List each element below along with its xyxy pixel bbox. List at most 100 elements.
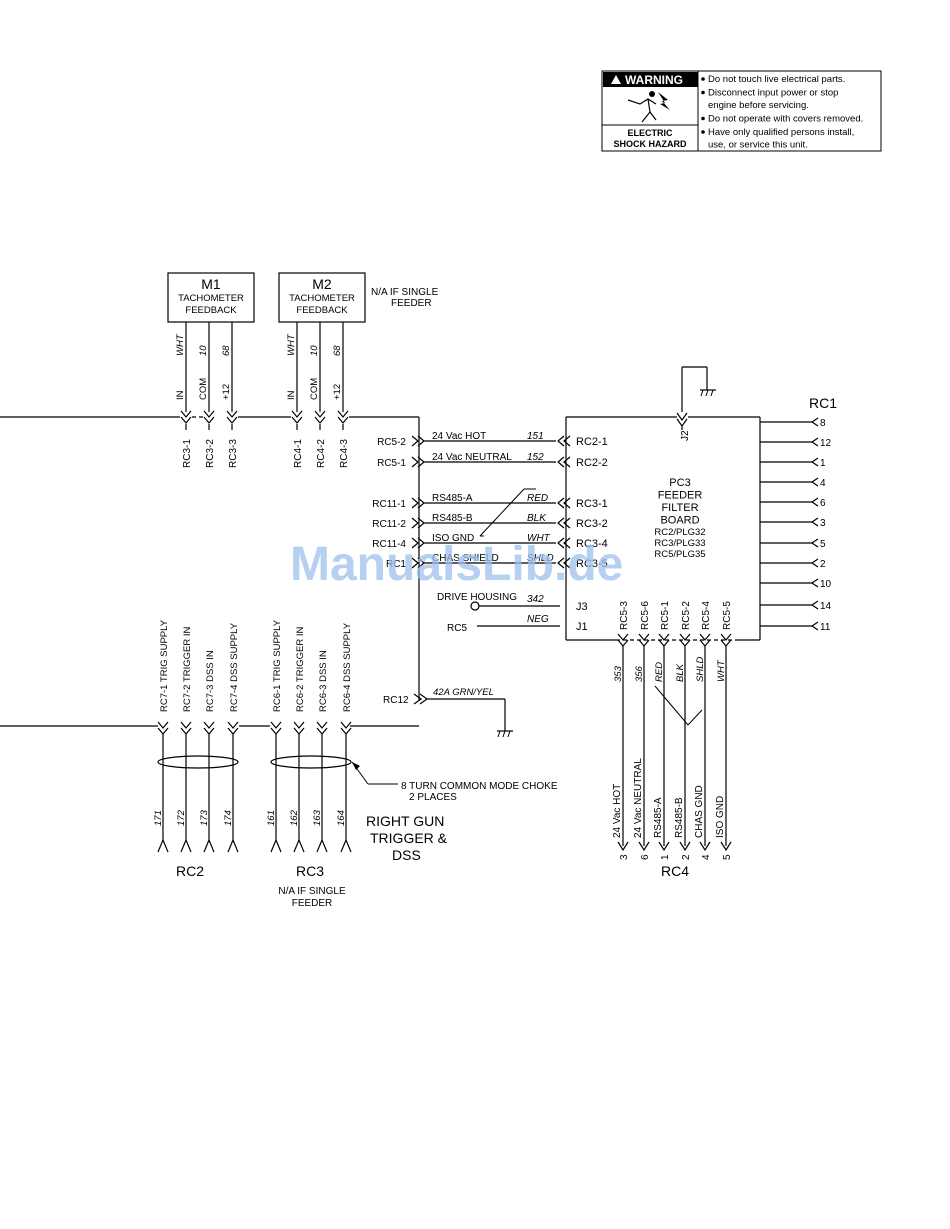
rc4-signal-2: RS485-A [653, 797, 664, 838]
pc3-line-0: PC3 [669, 477, 690, 489]
conn-signal-4: ISO GND [432, 533, 474, 544]
rc2-wire-0: 171 [153, 810, 164, 826]
conn-right-1: RC2-2 [576, 457, 608, 469]
rc1-pin-3: 4 [820, 478, 826, 489]
m2-wire-1: 10 [309, 345, 320, 356]
drive-housing-wire: 342 [527, 594, 544, 605]
watermark: ManualsLib.de [290, 538, 623, 591]
right-gun-1: RIGHT GUN [366, 813, 444, 829]
warning-item-1-line-0: Disconnect input power or stop [708, 88, 838, 99]
m1-wire-2: 68 [221, 345, 232, 356]
na-single-feeder-top-1: N/A IF SINGLE [371, 287, 439, 298]
rc5-pin-1: RC5-6 [640, 601, 651, 630]
rc4-title: RC4 [661, 863, 689, 879]
rc4-wire-3: BLK [675, 663, 686, 682]
rc1-pin-1: 12 [820, 438, 832, 449]
rc5-neg-label: RC5 [447, 623, 467, 634]
na-single-feeder-top-2: FEEDER [391, 298, 432, 309]
conn-left-0: RC5-2 [377, 437, 406, 448]
rc3-signal-3: RC6-4 DSS SUPPLY [342, 622, 353, 712]
m1-title: M1 [201, 276, 221, 292]
rc1-pin-6: 5 [820, 539, 826, 550]
j1-label: J1 [576, 621, 588, 633]
m2-wire-0: WHT [286, 333, 297, 356]
rc1-pin-9: 14 [820, 601, 832, 612]
j2-label: J2 [680, 430, 691, 441]
rc4-wire-1: 356 [634, 665, 645, 682]
rc4-top-pin-0: RC4-1 [293, 439, 304, 468]
rc1-pin-0: 8 [820, 418, 826, 429]
m2-wire-2: 68 [332, 345, 343, 356]
choke-rc3 [270, 755, 352, 769]
rc5-neg: RC5 NEG J1 [447, 614, 588, 634]
m1-wire-1: 10 [198, 345, 209, 356]
conn-left-1: RC5-1 [377, 458, 406, 469]
conn-wire-5: SHLD [527, 553, 554, 564]
m2-pin-label-0: IN [286, 390, 297, 400]
tach-wires [185, 322, 344, 430]
conn-wire-2: RED [527, 493, 548, 504]
rc4-signal-1: 24 Vac NEUTRAL [633, 758, 644, 838]
rc4-pin-2: 1 [660, 854, 671, 860]
conn-left-4: RC11-4 [372, 539, 406, 550]
rc1-pin-10: 11 [820, 622, 831, 633]
conn-right-5: RC3-5 [576, 558, 608, 570]
rc2-signal-1: RC7-2 TRIGGER IN [182, 627, 193, 712]
warning-item-1-line-1: engine before servicing. [708, 100, 809, 111]
warning-item-3-line-1: use, or service this unit. [708, 140, 808, 151]
rc5-neg-wire: NEG [527, 614, 549, 625]
conn-signal-1: 24 Vac NEUTRAL [432, 452, 512, 463]
m1-wire-0: WHT [175, 333, 186, 356]
top-connector-arrows [180, 410, 349, 424]
warning-subtitle-2: SHOCK HAZARD [614, 139, 687, 149]
pc3-plug-1: RC3/PLG33 [654, 538, 705, 549]
m1-line1: TACHOMETER [178, 293, 244, 304]
conn-signal-5: CHAS SHIELD [432, 553, 499, 564]
rc3-wire-0: 161 [266, 810, 277, 826]
rc5-pin-3: RC5-2 [681, 601, 692, 630]
rc12-wire: 42A GRN/YEL [433, 687, 494, 698]
rc2-title: RC2 [176, 863, 204, 879]
rc1-pin-2: 1 [820, 458, 826, 469]
warning-subtitle-1: ELECTRIC [628, 128, 674, 138]
rc4-pin-0: 3 [619, 854, 630, 860]
rc4-wire-2: RED [654, 662, 665, 682]
pc3-board: PC3FEEDERFILTERBOARDRC2/PLG32RC3/PLG33RC… [565, 416, 761, 641]
rc2-signal-2: RC7-3 DSS IN [205, 650, 216, 712]
conn-signal-2: RS485-A [432, 493, 473, 504]
rc4-wire-5: WHT [716, 659, 727, 682]
j2-ground: J2 [676, 366, 716, 441]
pc3-line-2: FILTER [661, 502, 698, 514]
rc5-pin-2: RC5-1 [660, 601, 671, 630]
pc3-line-1: FEEDER [658, 490, 703, 502]
conn-left-3: RC11-2 [372, 519, 406, 530]
warning-item-3-line-0: Have only qualified persons install, [708, 127, 854, 138]
conn-wire-3: BLK [527, 513, 547, 524]
rc2-signal-3: RC7-4 DSS SUPPLY [229, 622, 240, 712]
warning-label: WARNING ELECTRIC SHOCK HAZARD Do not tou… [601, 70, 882, 152]
warning-item-0-line-0: Do not touch live electrical parts. [708, 74, 845, 85]
rc4-signal-0: 24 Vac HOT [612, 784, 623, 838]
rc4-wire-4: SHLD [695, 657, 706, 682]
rc3-wire-3: 164 [336, 810, 347, 826]
conn-signal-3: RS485-B [432, 513, 473, 524]
rc3-signal-0: RC6-1 TRIG SUPPLY [272, 619, 283, 712]
drive-housing: DRIVE HOUSING 342 J3 [437, 592, 588, 613]
rc12: RC12 42A GRN/YEL [383, 687, 513, 738]
m2-line1: TACHOMETER [289, 293, 355, 304]
conn-left-5: RC1 [386, 559, 406, 570]
rc4-top-pin-1: RC4-2 [316, 439, 327, 468]
rc1-title: RC1 [809, 395, 837, 411]
m2-pin-label-1: COM [309, 378, 320, 400]
rc4-crossover [654, 685, 703, 726]
conn-wire-4: WHT [527, 533, 551, 544]
rc3-top-pin-1: RC3-2 [205, 439, 216, 468]
conn-right-3: RC3-2 [576, 518, 608, 530]
warning-item-2-line-0: Do not operate with covers removed. [708, 114, 863, 125]
right-gun-2: TRIGGER & [370, 830, 448, 846]
pc3-plug-0: RC2/PLG32 [654, 527, 705, 538]
